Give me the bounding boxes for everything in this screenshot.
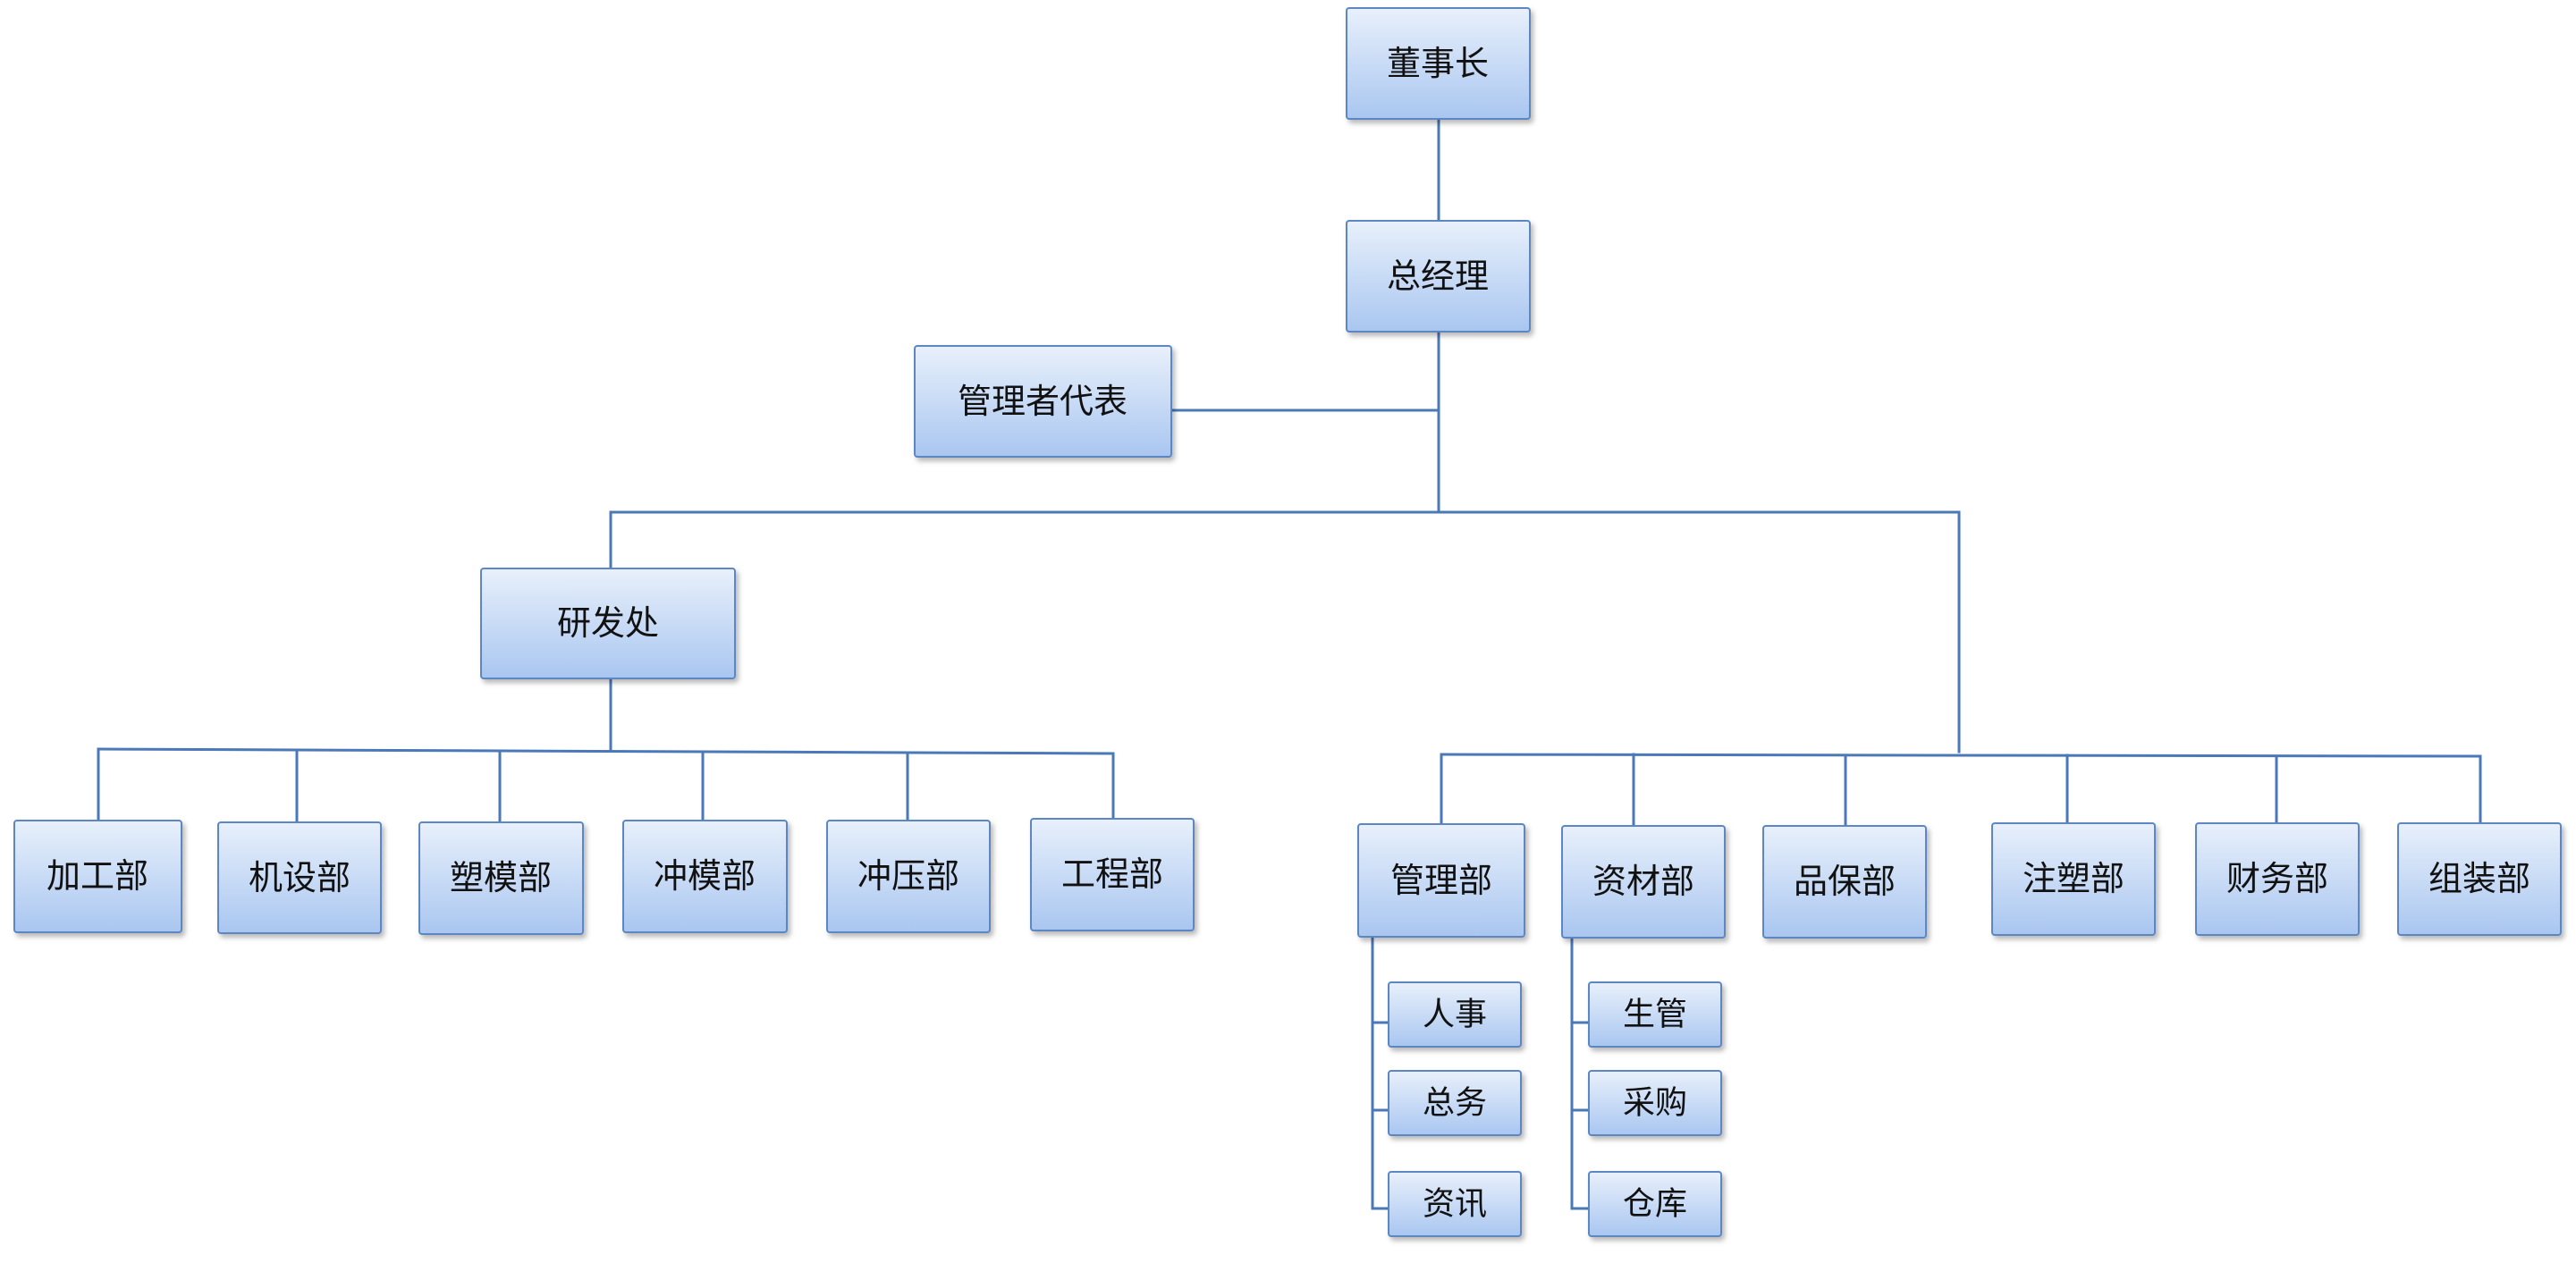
node-management-subunit[interactable]: 人事 <box>1388 981 1522 1048</box>
node-management-rep[interactable]: 管理者代表 <box>914 345 1172 458</box>
node-label: 组装部 <box>2428 859 2530 898</box>
node-department[interactable]: 管理部 <box>1357 823 1525 938</box>
node-label: 冲压部 <box>857 856 959 896</box>
node-materials-subunit[interactable]: 生管 <box>1588 981 1722 1048</box>
node-general-manager[interactable]: 总经理 <box>1346 220 1531 333</box>
node-label: 生管 <box>1623 997 1687 1033</box>
node-rnd-department[interactable]: 冲模部 <box>622 820 788 933</box>
node-department[interactable]: 组装部 <box>2397 822 2562 936</box>
node-label: 注塑部 <box>2023 859 2124 898</box>
node-label: 董事长 <box>1387 44 1489 83</box>
node-label: 总务 <box>1423 1085 1487 1122</box>
node-label: 资材部 <box>1592 862 1694 901</box>
connector-lines <box>97 117 2482 1210</box>
node-label: 采购 <box>1623 1085 1687 1122</box>
node-label: 管理部 <box>1390 861 1492 900</box>
connector-dept-bus <box>1440 753 2482 758</box>
node-department[interactable]: 品保部 <box>1762 825 1927 939</box>
node-label: 管理者代表 <box>958 382 1128 421</box>
node-management-subunit[interactable]: 总务 <box>1388 1070 1522 1136</box>
node-rnd-department[interactable]: 塑模部 <box>418 821 584 935</box>
connector-rnd-bus <box>97 747 1115 755</box>
node-label: 仓库 <box>1623 1186 1687 1223</box>
node-rnd-department[interactable]: 冲压部 <box>826 820 991 933</box>
node-materials-subunit[interactable]: 仓库 <box>1588 1171 1722 1237</box>
node-rnd-department[interactable]: 工程部 <box>1030 818 1195 931</box>
node-label: 加工部 <box>46 856 148 896</box>
node-rnd-department[interactable]: 机设部 <box>217 821 382 934</box>
node-rnd[interactable]: 研发处 <box>480 568 736 679</box>
node-label: 工程部 <box>1061 855 1163 894</box>
node-department[interactable]: 资材部 <box>1561 825 1726 939</box>
node-label: 冲模部 <box>654 856 756 896</box>
node-department[interactable]: 财务部 <box>2195 822 2360 936</box>
node-label: 研发处 <box>557 603 659 643</box>
node-label: 品保部 <box>1794 862 1896 901</box>
node-label: 塑模部 <box>450 858 552 897</box>
node-label: 机设部 <box>249 858 351 897</box>
node-materials-subunit[interactable]: 采购 <box>1588 1070 1722 1136</box>
node-rnd-department[interactable]: 加工部 <box>13 820 182 933</box>
node-chairman[interactable]: 董事长 <box>1346 7 1531 120</box>
node-label: 人事 <box>1423 997 1487 1033</box>
node-label: 总经理 <box>1387 257 1489 296</box>
node-management-subunit[interactable]: 资讯 <box>1388 1171 1522 1237</box>
node-label: 财务部 <box>2226 859 2328 898</box>
node-label: 资讯 <box>1423 1186 1487 1223</box>
node-department[interactable]: 注塑部 <box>1991 822 2156 936</box>
